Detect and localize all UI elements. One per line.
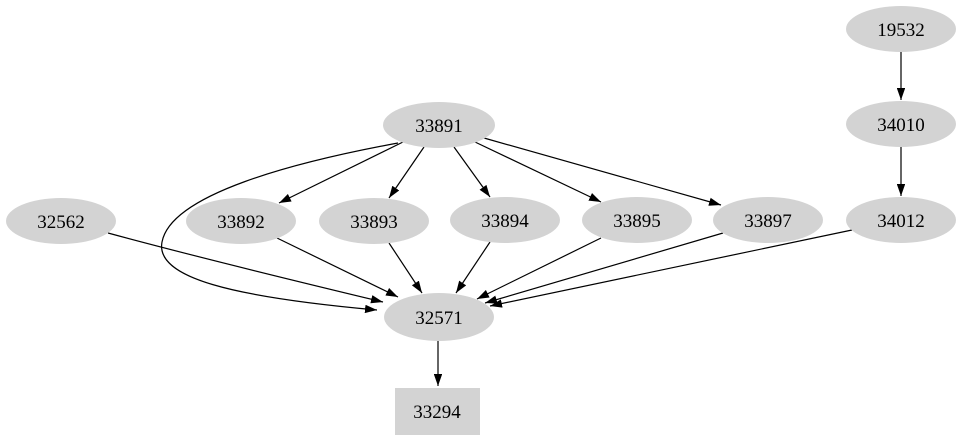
node-32562: 32562	[6, 198, 116, 244]
edge-33895-32571	[476, 237, 602, 300]
edge-33893-32571	[388, 242, 423, 294]
node-33895: 33895	[582, 197, 692, 243]
edge-32562-32571	[107, 232, 384, 304]
edge-33894-32571	[455, 241, 491, 294]
node-33893: 33893	[319, 198, 429, 244]
edge-33891-33897	[483, 137, 722, 206]
node-33294: 33294	[395, 388, 480, 435]
node-19532-label: 19532	[877, 20, 925, 41]
node-19532-shape	[846, 6, 956, 52]
node-33892-label: 33892	[217, 212, 265, 233]
node-33897-shape	[713, 197, 823, 243]
node-33897: 33897	[713, 197, 823, 243]
node-32571: 32571	[384, 293, 494, 341]
edge-layer	[107, 52, 906, 386]
node-34012-label: 34012	[877, 211, 925, 232]
edge-33892-32571	[276, 237, 399, 298]
edge-33891-32571	[161, 142, 399, 314]
node-32571-shape	[384, 293, 494, 341]
edge-33897-32571	[484, 232, 724, 304]
node-33891: 33891	[383, 102, 495, 148]
node-33294-label: 33294	[413, 402, 461, 423]
edge-33891-33893	[388, 146, 425, 199]
node-33892-shape	[186, 198, 296, 244]
node-34012-shape	[846, 197, 956, 243]
node-33893-label: 33893	[350, 212, 398, 233]
edge-34012-32571	[489, 229, 853, 308]
node-33895-shape	[582, 197, 692, 243]
node-layer: 19532 34010 34012 33891 32562 33892	[6, 6, 956, 435]
edge-33891-33895	[474, 141, 602, 203]
node-33891-label: 33891	[415, 116, 463, 137]
node-19532: 19532	[846, 6, 956, 52]
node-33893-shape	[319, 198, 429, 244]
node-33891-shape	[383, 102, 495, 148]
node-33894-label: 33894	[481, 211, 529, 232]
node-34010: 34010	[846, 101, 956, 147]
node-34010-shape	[846, 101, 956, 147]
node-33894-shape	[450, 197, 560, 243]
node-33895-label: 33895	[613, 211, 661, 232]
node-34012: 34012	[846, 197, 956, 243]
node-33294-shape	[395, 388, 480, 435]
node-33892: 33892	[186, 198, 296, 244]
node-32562-label: 32562	[37, 212, 85, 233]
node-34010-label: 34010	[877, 115, 925, 136]
edge-33891-33894	[453, 146, 491, 198]
node-32562-shape	[6, 198, 116, 244]
node-33897-label: 33897	[744, 211, 792, 232]
node-33894: 33894	[450, 197, 560, 243]
edge-33891-33892	[278, 141, 404, 204]
node-32571-label: 32571	[415, 308, 463, 329]
